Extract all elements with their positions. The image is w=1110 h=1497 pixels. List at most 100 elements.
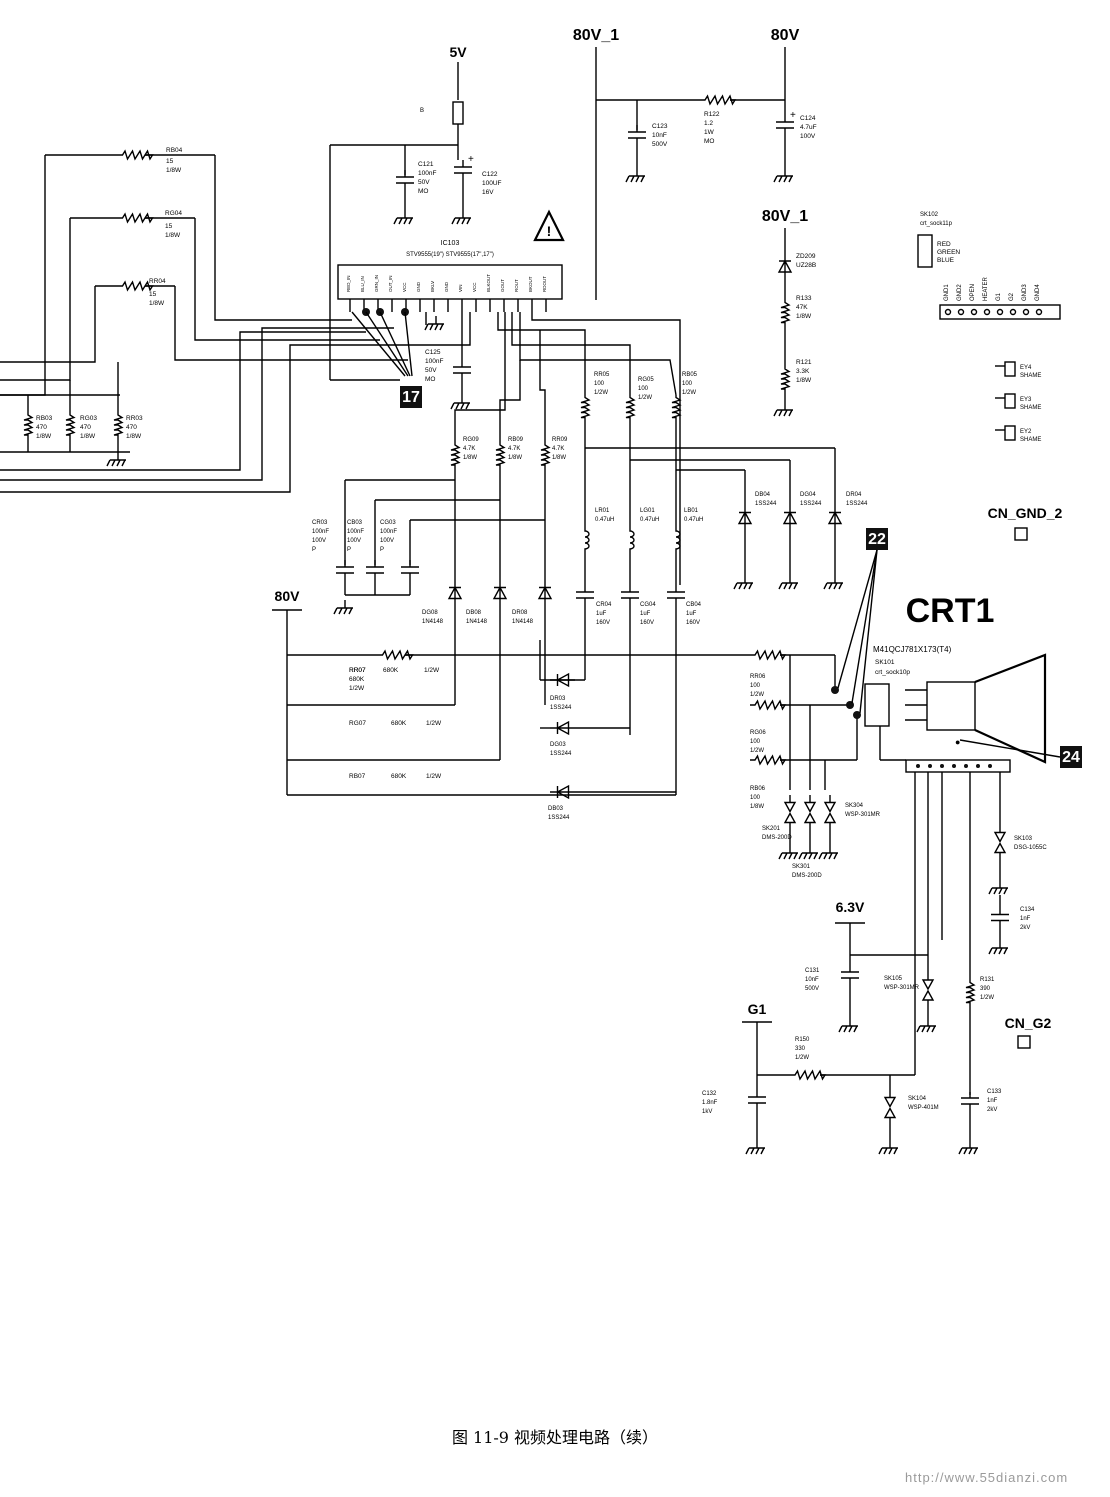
shield-box [1004, 361, 1016, 377]
rb04-values: 1/8W [166, 167, 182, 174]
sk102-pin-label: GND4 [1035, 284, 1041, 301]
crt-neck [926, 681, 976, 731]
c121-label: 100nF [418, 170, 436, 177]
rr07-value: 680K [383, 667, 399, 674]
rr09-label: RR09 [552, 437, 568, 443]
ground-symbol [838, 1018, 858, 1033]
wire [0, 327, 394, 481]
r131-label: 1/2W [980, 995, 994, 1001]
sk102-label: crt_sock11p [920, 221, 953, 227]
rb03-label: 1/8W [36, 433, 52, 440]
resistor-rr03 [113, 410, 124, 440]
cap-cg04 [621, 585, 639, 605]
resistor-rg03 [65, 410, 76, 440]
junction-dot [988, 764, 992, 768]
r121-label: 1/8W [796, 377, 812, 384]
wire [0, 155, 46, 396]
c125-label: MO [425, 376, 435, 383]
diode-dg08 [447, 585, 463, 600]
cb04-label: 160V [686, 620, 700, 626]
db03-label: 1SS244 [548, 815, 570, 821]
sk102-pin-label: G2 [1009, 292, 1015, 301]
ground-symbol [393, 210, 413, 225]
rb06-label: 100 [750, 795, 761, 801]
resistor-rg04 [120, 212, 154, 224]
polarity: + [468, 154, 474, 165]
rr05-label: RR05 [594, 372, 610, 378]
crt-socket-type: crt_sock10p [875, 669, 910, 676]
c132-label: C132 [702, 1091, 717, 1097]
r150-label: 330 [795, 1046, 806, 1052]
ic103-pin-label: GND [416, 281, 421, 292]
rb04-label: RB04 [166, 147, 183, 154]
resistor-rb09 [495, 440, 506, 470]
ic103-pin-label: BKLV [430, 281, 435, 292]
c124-label: C124 [800, 115, 816, 122]
rg09-label: 4.7K [463, 446, 475, 452]
wire [531, 312, 681, 585]
rail-g1: G1 [748, 1001, 767, 1017]
diode-db03 [550, 784, 575, 800]
r131-label: R131 [980, 977, 995, 983]
cg03-label: CG03 [380, 520, 396, 526]
sk102-pin [957, 308, 965, 316]
cap-cr03 [336, 560, 354, 580]
wire [365, 311, 409, 377]
dg08-label: 1N4148 [422, 619, 444, 625]
wire [0, 331, 366, 471]
ground-symbol [958, 1140, 978, 1155]
callout-17 [400, 386, 422, 408]
cg04-label: CG04 [640, 602, 656, 608]
ground-symbol [773, 168, 793, 183]
c125-label: 100nF [425, 358, 443, 365]
ic103-pin-label: VIN [458, 284, 463, 292]
cap-c131 [841, 960, 859, 990]
schematic-drawing: 5VBC121100nF50VMO+C122100UF16V80V_1R1221… [0, 27, 1082, 1155]
callout-24-label: 24 [1062, 749, 1080, 766]
diode-dg04 [782, 505, 798, 530]
shield-ref: EY3 [1020, 397, 1032, 403]
cb03-label: P [347, 547, 351, 553]
dr03-label: DR03 [550, 696, 566, 702]
cb03-label: 100nF [347, 529, 364, 535]
rr07-power: 1/2W [424, 667, 440, 674]
c121-label: 50V [418, 179, 430, 186]
rb07-label: RB07 [349, 773, 366, 780]
ic103-pin-label: GND [444, 281, 449, 292]
callout-22 [866, 528, 888, 550]
resistor-rg05 [625, 395, 636, 420]
sk102-pin-label: HEATER [983, 276, 989, 301]
resistor-rb04 [120, 149, 154, 161]
diode-dr08 [537, 585, 553, 600]
wire [214, 155, 352, 321]
r121-label: 3.3K [796, 368, 810, 375]
rb03-label: 470 [36, 424, 47, 431]
inductor-lg01 [629, 520, 635, 560]
rail-63v: 6.3V [836, 899, 865, 915]
ic103-pin-label: GRN_IN [374, 275, 379, 292]
resistor-rb05 [671, 395, 682, 420]
ground-symbol [333, 600, 353, 615]
diode-db08 [492, 585, 508, 600]
sk304-label: SK304 [845, 803, 864, 809]
junction-dot [952, 764, 956, 768]
wire [959, 739, 1061, 758]
rr06-label: RR06 [750, 674, 766, 680]
ground-symbol [773, 402, 793, 417]
diode-dr03 [550, 672, 575, 688]
junction-dot [831, 686, 839, 694]
crt-socket-ref: SK101 [875, 659, 895, 666]
ground-symbol [823, 575, 843, 590]
ground-symbol [818, 845, 838, 860]
c124-label: 100V [800, 133, 816, 140]
ground-symbol [798, 845, 818, 860]
c123-label: C123 [652, 123, 668, 130]
rr05-label: 1/2W [594, 390, 608, 396]
connector-cn-gnd-2: CN_GND_2 [988, 505, 1063, 521]
c134-label: 2kV [1020, 925, 1030, 931]
sk201-label: SK201 [762, 826, 781, 832]
crt-socket-block [864, 683, 890, 727]
ic103-body [337, 264, 563, 300]
shield-label: SHAME [1020, 437, 1041, 443]
